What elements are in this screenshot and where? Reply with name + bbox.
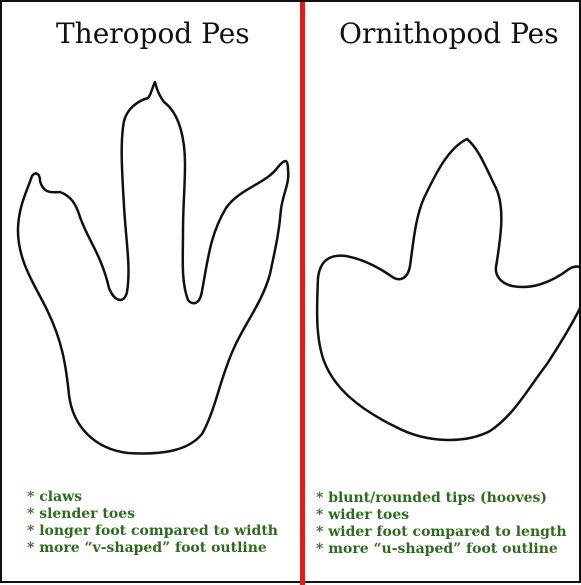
ornithopod-note-4: * more “u-shaped” foot outline [316,541,567,558]
theropod-note-1: * claws [27,489,278,506]
theropod-note-4: * more “v-shaped” foot outline [27,540,278,557]
ornithopod-note-3: * wider foot compared to length [316,524,567,541]
ornithopod-footprint-outline [317,139,581,440]
ornithopod-note-1: * blunt/rounded tips (hooves) [316,490,567,507]
red-divider-line [300,2,305,585]
theropod-note-3: * longer foot compared to width [27,523,278,540]
theropod-footprint-outline [18,82,288,453]
ornithopod-note-2: * wider toes [316,507,567,524]
theropod-note-2: * slender toes [27,506,278,523]
theropod-title: Theropod Pes [56,20,250,48]
ornithopod-title: Ornithopod Pes [339,20,559,48]
ornithopod-notes-list: * blunt/rounded tips (hooves) * wider to… [316,490,567,558]
theropod-notes-list: * claws * slender toes * longer foot com… [27,489,278,557]
